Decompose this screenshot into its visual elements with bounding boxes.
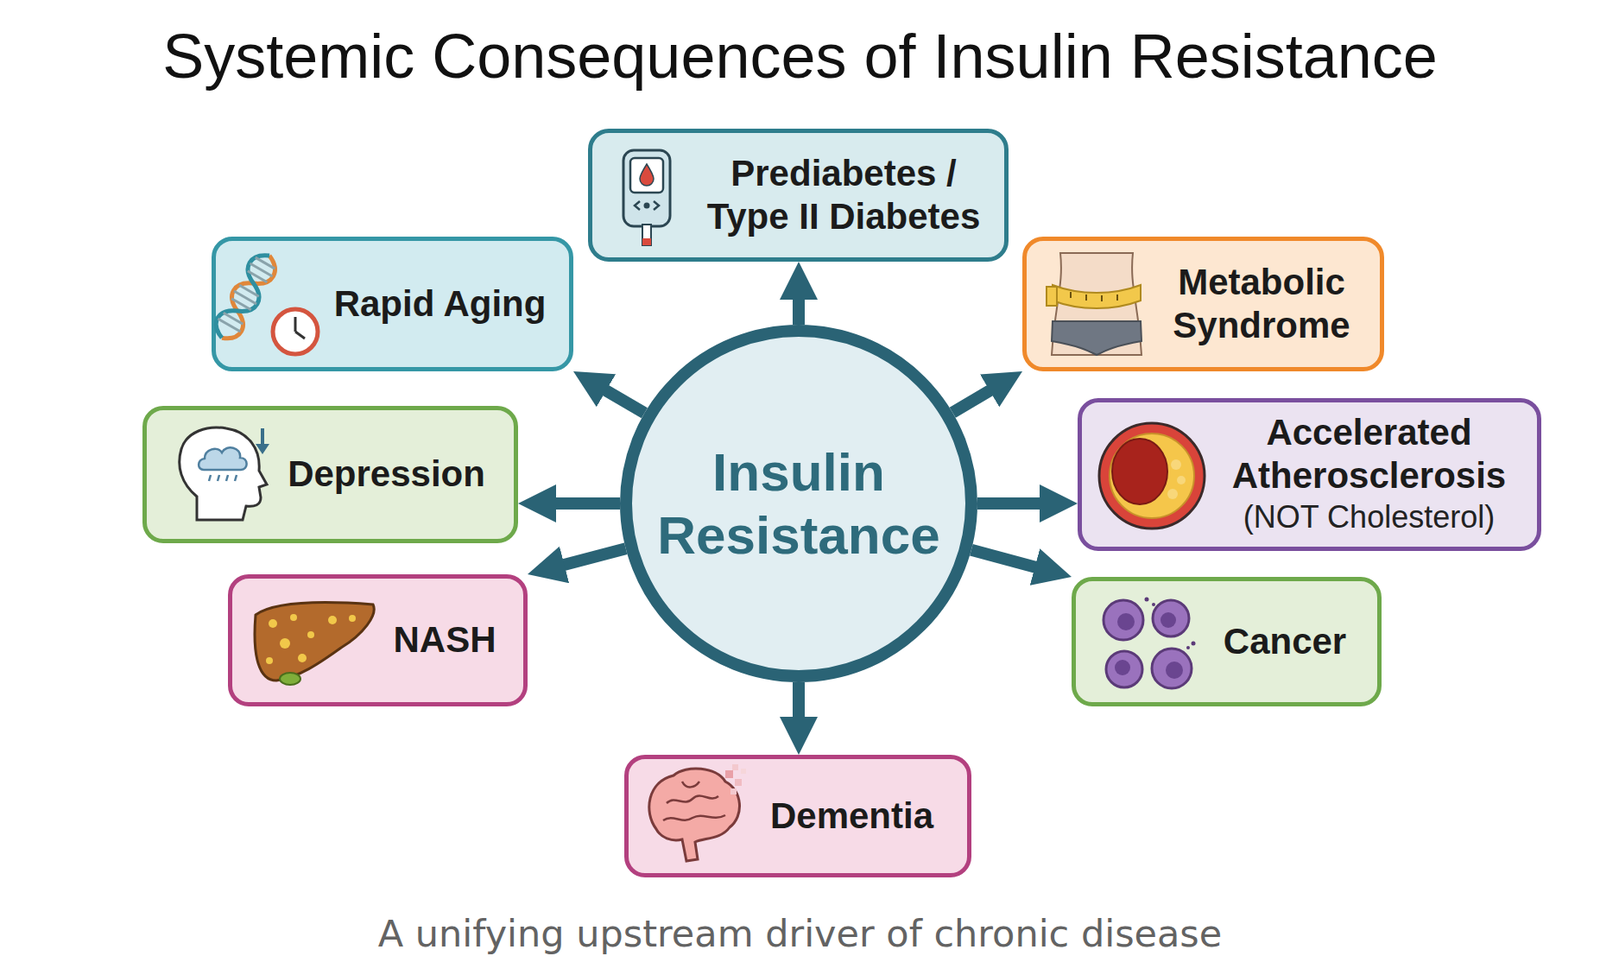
arrow-connector — [952, 384, 1000, 412]
consequence-box: Accelerated Atherosclerosis(NOT Choleste… — [1077, 398, 1542, 551]
circle-shape — [626, 330, 972, 677]
node-label: Metabolic Syndrome — [1164, 260, 1359, 348]
arrow-connector — [543, 497, 620, 510]
text-group: Depression — [287, 452, 486, 496]
node-label: Accelerated Atherosclerosis — [1220, 411, 1518, 499]
node-sublabel: (NOT Cholesterol) — [1243, 497, 1495, 538]
consequence-box: Depression — [142, 405, 519, 544]
node-label: Insulin Resistance — [643, 440, 955, 567]
node-label: Prediabetes / Type II Diabetes — [700, 151, 987, 240]
text-group: Accelerated Atherosclerosis(NOT Choleste… — [1220, 411, 1518, 539]
text-group: Rapid Aging — [334, 282, 547, 326]
arrow-connector — [792, 682, 805, 729]
text-group: Insulin Resistance — [643, 440, 955, 567]
arrow-connector — [792, 287, 805, 325]
node-label: Depression — [287, 452, 486, 496]
node-label: Cancer — [1223, 619, 1347, 664]
node-label: NASH — [392, 618, 496, 662]
text-group: Cancer — [1223, 619, 1347, 664]
arrow-connector — [595, 384, 646, 413]
diagram-caption: A unifying upstream driver of chronic di… — [0, 907, 1600, 960]
consequence-box: Dementia — [624, 754, 972, 878]
consequence-box: Prediabetes / Type II Diabetes — [588, 128, 1009, 262]
arrow-connector — [971, 550, 1047, 570]
consequence-box: Metabolic Syndrome — [1022, 236, 1385, 372]
text-group: Dementia — [770, 794, 934, 838]
hub-circle: Insulin Resistance — [619, 324, 978, 683]
diagram-title: Systemic Consequences of Insulin Resista… — [0, 18, 1600, 94]
arrow-connector — [552, 548, 627, 568]
text-group: NASH — [392, 618, 496, 662]
text-group: Metabolic Syndrome — [1164, 260, 1359, 348]
arrow-connector — [977, 497, 1052, 510]
consequence-box: Cancer — [1071, 576, 1382, 707]
circle-outline — [619, 324, 978, 683]
consequence-box: NASH — [227, 574, 528, 707]
text-group: Prediabetes / Type II Diabetes — [700, 151, 987, 240]
consequence-box: Rapid Aging — [211, 236, 574, 372]
node-label: Rapid Aging — [334, 282, 547, 326]
node-label: Dementia — [770, 794, 934, 838]
